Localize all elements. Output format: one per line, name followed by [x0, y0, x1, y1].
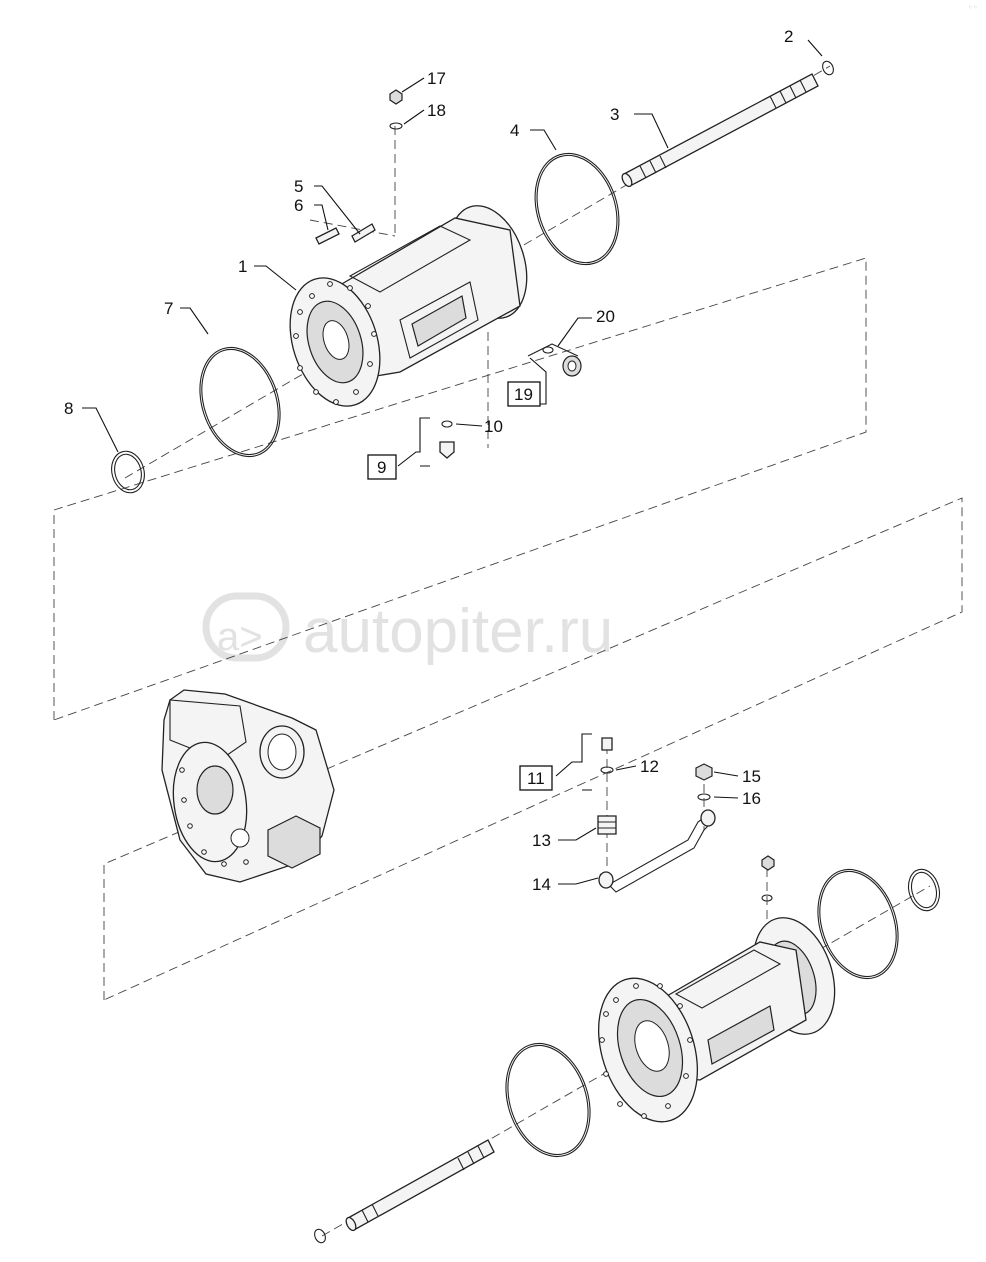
callout-18: 18 [427, 101, 446, 120]
part-1-axle-housing [289, 205, 528, 407]
part-20-washer [527, 343, 579, 357]
part-17-bolt [389, 89, 403, 105]
part-8-seal-ring [111, 450, 145, 494]
boxed-callout-9: 9 [367, 454, 397, 480]
part-3-axle-shaft [621, 73, 819, 188]
part-7-o-ring [199, 346, 281, 458]
leader-lines [82, 39, 823, 885]
part-9-plug [439, 441, 455, 459]
part-13-fitting [597, 815, 617, 835]
part-19-plug [562, 355, 582, 377]
part-15-bolt [695, 763, 713, 781]
corner-tag: ◦◦ [968, 3, 978, 12]
watermark: a> autopiter.ru [202, 592, 613, 666]
callout-20: 20 [596, 307, 615, 326]
dash-box-lower [103, 497, 963, 1001]
boxed-callout-19: 19 [507, 381, 541, 407]
part-4-o-ring [534, 152, 620, 266]
lower-snap-ring [314, 1228, 326, 1244]
callout-14: 14 [532, 875, 551, 894]
part-2-snap-ring [822, 60, 834, 76]
callout-4: 4 [510, 121, 519, 140]
callout-12: 12 [640, 757, 659, 776]
callout-2: 2 [784, 27, 793, 46]
lower-seal-ring [907, 868, 941, 912]
watermark-logo-frame [202, 592, 290, 662]
lower-axle-housing [597, 917, 836, 1123]
watermark-logo: a> [217, 615, 263, 659]
part-14-pipe [598, 809, 716, 893]
callout-10: 10 [484, 417, 503, 436]
callout-17: 17 [427, 69, 446, 88]
part-10-washer [441, 420, 453, 428]
lower-o-ring-left [505, 1042, 591, 1158]
lower-bolt-and-washer [761, 855, 775, 902]
callout-15: 15 [742, 767, 761, 786]
boxed-callout-11: 11 [519, 765, 553, 791]
callout-13: 13 [532, 831, 551, 850]
boxed-callout-19-label: 19 [514, 385, 533, 404]
callout-5: 5 [294, 177, 303, 196]
callout-3: 3 [610, 105, 619, 124]
dash-pins [309, 219, 396, 237]
part-18-washer [389, 122, 403, 130]
callout-1: 1 [238, 257, 247, 276]
lower-o-ring-right [817, 868, 899, 980]
part-16-washer [697, 793, 711, 801]
callout-16: 16 [742, 789, 761, 808]
differential-housing [161, 689, 335, 883]
dash-box-upper [53, 257, 867, 721]
callout-6: 6 [294, 196, 303, 215]
part-5-pin [351, 223, 376, 243]
callout-7: 7 [164, 299, 173, 318]
lower-axle-shaft [345, 1139, 495, 1232]
boxed-callout-9-label: 9 [377, 458, 386, 477]
part-6-pin [315, 227, 340, 245]
boxed-callout-11-label: 11 [527, 769, 545, 788]
part-12-bolt [600, 737, 614, 774]
callout-8: 8 [64, 399, 73, 418]
callout-labels: 2 3 4 17 18 5 6 1 7 8 20 10 12 15 16 13 … [64, 27, 793, 894]
watermark-text: autopiter.ru [303, 597, 613, 666]
